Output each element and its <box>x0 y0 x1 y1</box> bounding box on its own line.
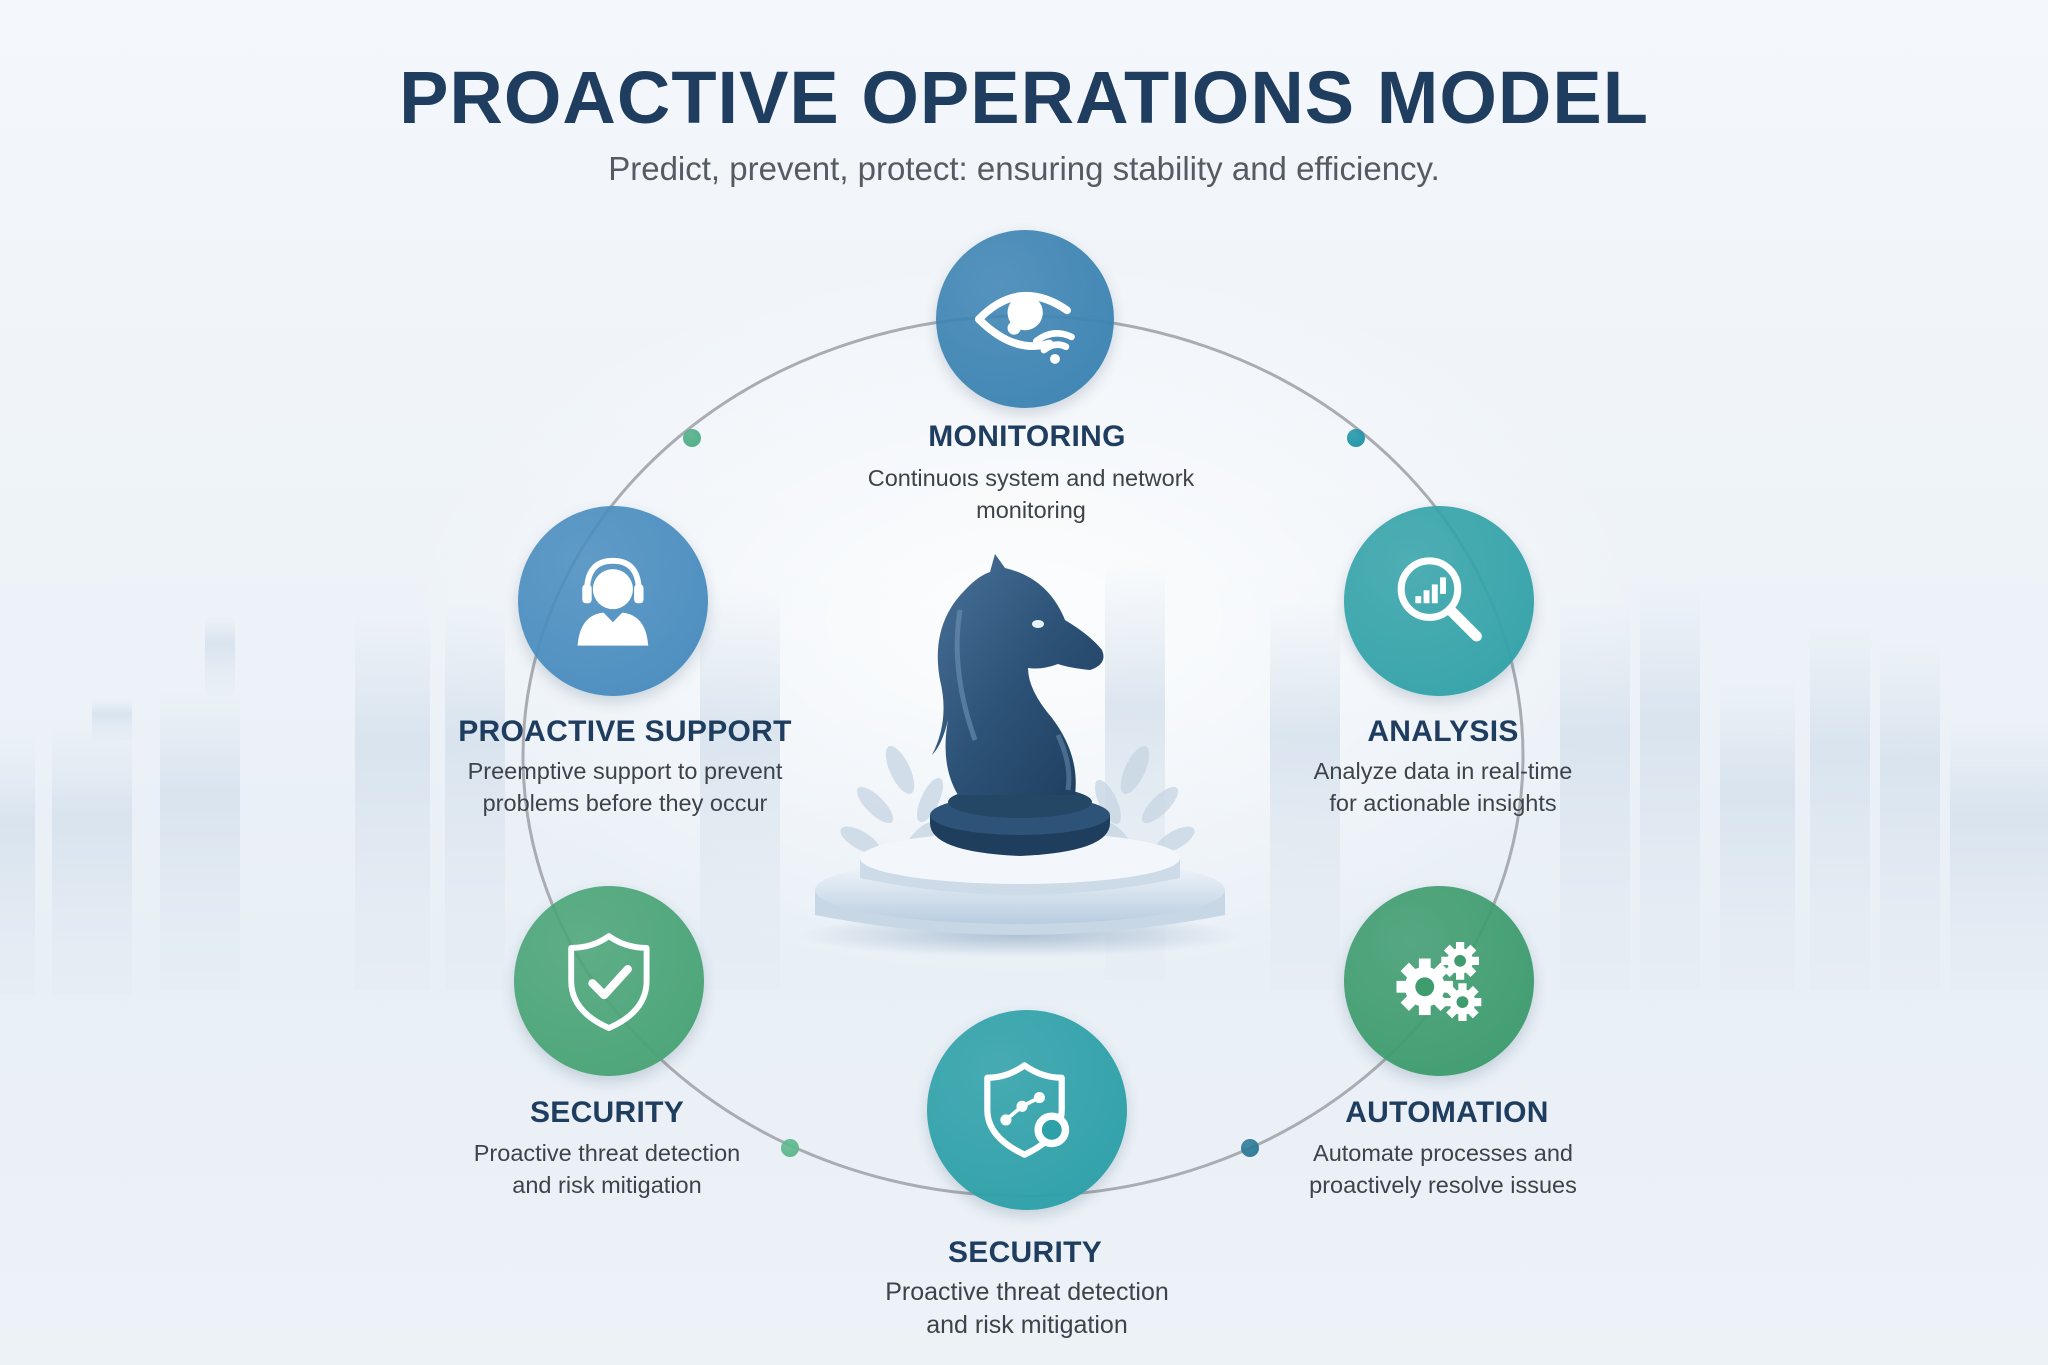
analysis-desc-line1: Analyze data in real-time <box>1313 758 1573 784</box>
analysis-node <box>1344 506 1534 696</box>
headset-agent-icon <box>577 557 649 646</box>
security-bottom-title: SECURITY <box>947 1236 1103 1269</box>
security-left-node <box>514 886 704 1076</box>
shield-network-icon <box>984 1062 1070 1158</box>
security-left-desc-line2: and risk mitigation <box>512 1172 702 1198</box>
monitoring-desc-line1: Continuoιs system and network <box>867 465 1195 491</box>
security-bottom-desc-line1: Proactive threat detection <box>885 1278 1169 1306</box>
support-node <box>518 506 708 696</box>
automation-desc-line1: Automate processes and <box>1313 1140 1573 1166</box>
monitoring-node <box>936 230 1114 408</box>
connector-dot-top-left <box>683 429 701 447</box>
security-left-desc-line1: Proactive threat detection <box>473 1140 741 1166</box>
gears-icon <box>1396 942 1482 1022</box>
analysis-title: ANALYSIS <box>1367 715 1519 748</box>
analysis-desc-line2: for actionable insights <box>1329 790 1557 816</box>
security-bottom-node <box>927 1010 1127 1210</box>
monitoring-desc-line2: monitoring <box>976 497 1086 523</box>
connector-dot-bottom-right <box>1241 1139 1259 1157</box>
chess-knight-icon <box>800 554 1240 957</box>
magnifier-chart-icon <box>1397 557 1482 642</box>
monitoring-title: MONITORING <box>928 420 1126 453</box>
security-bottom-desc-line2: and risk mitigation <box>926 1311 1128 1339</box>
connector-dot-bottom-left <box>781 1139 799 1157</box>
support-desc-line1: Preemptive support to prevent <box>467 758 783 784</box>
support-title: PROACTIVE SUPPORT <box>458 715 792 748</box>
security-left-title: SECURITY <box>529 1096 685 1129</box>
automation-desc-line2: proactively resolve issues <box>1309 1172 1577 1198</box>
eye-wifi-icon <box>974 291 1075 364</box>
shield-check-icon <box>568 933 650 1032</box>
automation-title: AUTOMATION <box>1345 1096 1549 1129</box>
connector-dot-top-right <box>1347 429 1365 447</box>
page-subtitle: Predict, prevent, protect: ensuring stab… <box>608 150 1440 187</box>
page-title: PROACTIVE OPERATIONS MODEL <box>399 56 1649 139</box>
support-desc-line2: problems before they occur <box>482 790 768 816</box>
automation-node <box>1344 886 1534 1076</box>
